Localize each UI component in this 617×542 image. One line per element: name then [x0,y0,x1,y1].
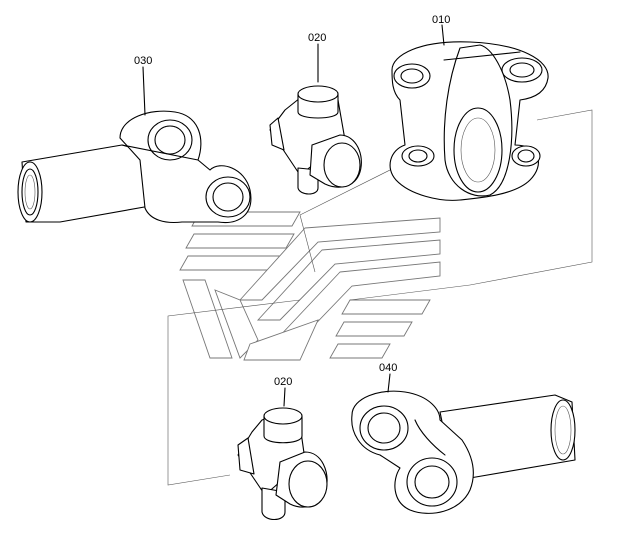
label-010: 010 [432,14,450,26]
label-040: 040 [379,362,397,374]
part-030-slip-yoke [17,110,252,224]
leader-020-lower [283,387,286,407]
label-020-lower: 020 [274,376,292,388]
leader-010 [441,24,445,46]
part-020-lower-cross [237,407,328,521]
leader-040 [387,373,391,393]
watermark-logo [179,211,441,361]
leader-030 [142,66,146,116]
part-010-flange-yoke [389,41,549,201]
label-020-upper: 020 [308,32,326,44]
part-labels: 010 020 030 020 040 [134,14,450,388]
part-040-tube-yoke [351,390,576,514]
part-020-upper-cross [269,85,362,195]
label-030: 030 [134,55,152,67]
leader-lines [142,24,445,407]
